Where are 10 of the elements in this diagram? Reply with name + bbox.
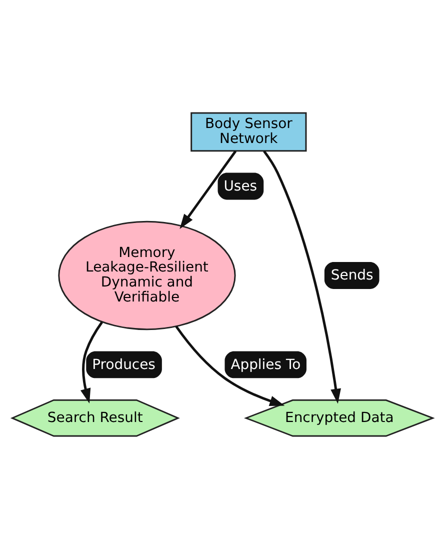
arrow [263, 150, 341, 404]
arrow [80, 321, 104, 404]
node-ellipse: Memory Leakage-Resilient Dynamic and Verifiable [58, 220, 236, 330]
edge-label: Uses [224, 178, 258, 194]
edge-label: Produces [92, 356, 156, 373]
edge-label: Applies To [230, 356, 301, 373]
edge-label: Sends [330, 268, 374, 284]
arrow [180, 150, 237, 229]
node-box: Body Sensor Network [190, 112, 307, 152]
arrow [175, 326, 285, 406]
